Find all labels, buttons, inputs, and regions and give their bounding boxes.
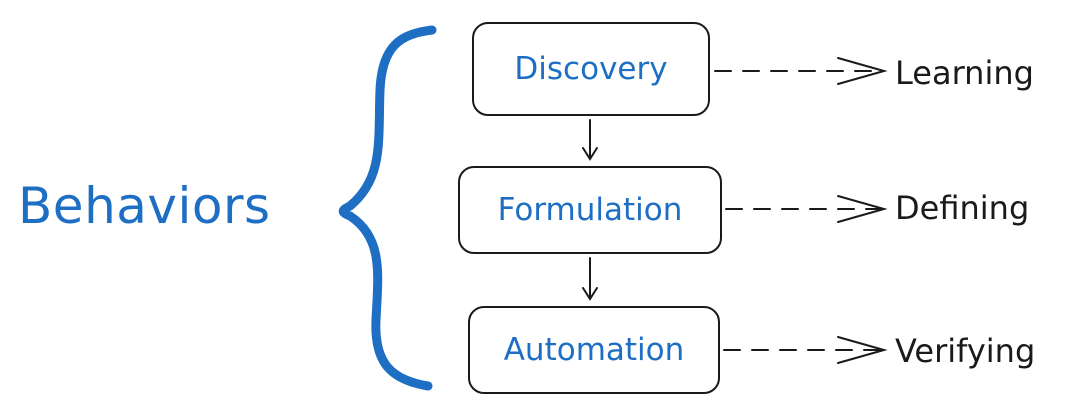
formulation-box: Formulation xyxy=(458,166,722,254)
automation-box: Automation xyxy=(468,306,720,394)
learning-label: Learning xyxy=(895,54,1034,92)
dashed-arrow-verifying xyxy=(723,336,888,364)
discovery-box: Discovery xyxy=(472,22,710,116)
discovery-label: Discovery xyxy=(514,51,668,87)
automation-label: Automation xyxy=(503,332,685,368)
dashed-arrow-learning xyxy=(714,57,888,85)
verifying-label: Verifying xyxy=(895,332,1036,370)
arrow-discovery-to-formulation xyxy=(582,119,598,161)
formulation-label: Formulation xyxy=(497,192,683,228)
dashed-arrow-defining xyxy=(725,195,888,223)
defining-label: Defining xyxy=(895,189,1030,227)
curly-brace xyxy=(338,25,437,391)
arrow-formulation-to-automation xyxy=(582,257,598,301)
behaviors-label: Behaviors xyxy=(18,177,271,235)
